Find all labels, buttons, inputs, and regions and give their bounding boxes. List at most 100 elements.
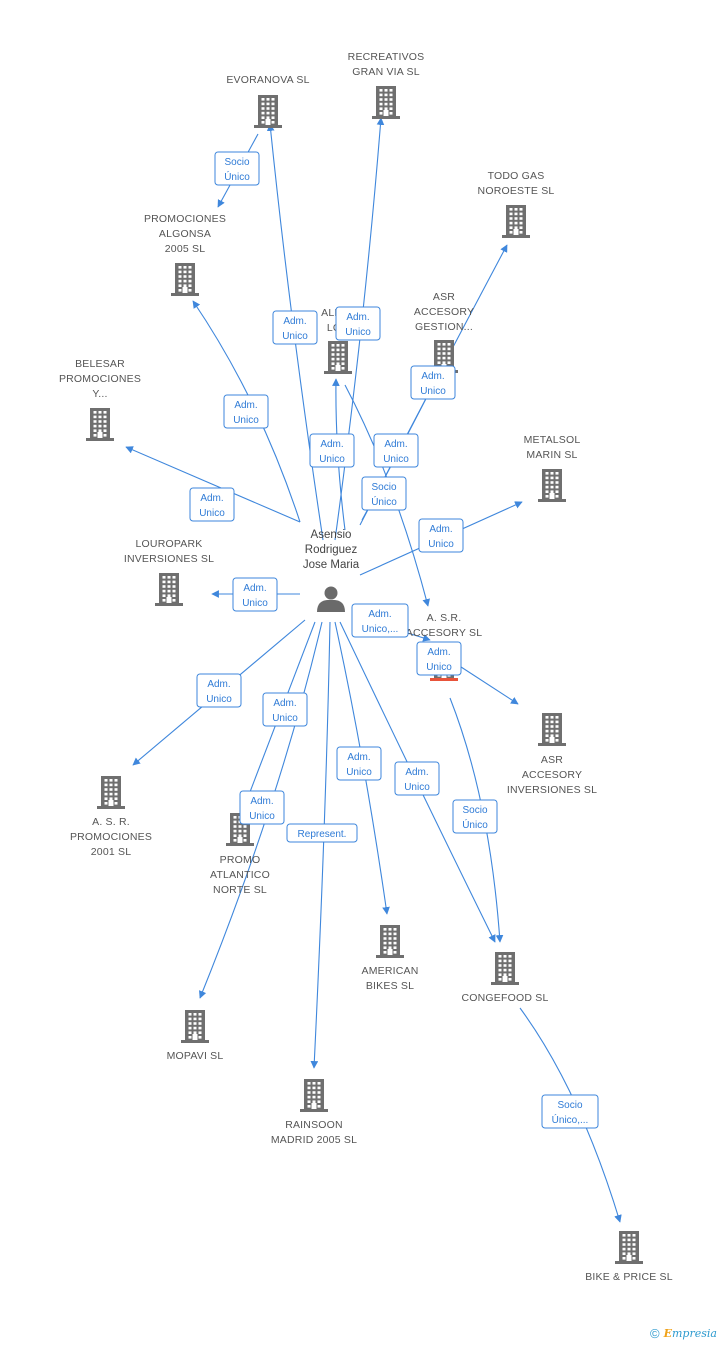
relation-text: Adm.Unico: [272, 698, 298, 724]
company-node-rainsoon[interactable]: [300, 1079, 328, 1112]
relation-label-r-louropark[interactable]: Adm.Unico: [232, 577, 278, 612]
company-label-mopavi[interactable]: MOPAVI SL: [167, 1050, 224, 1062]
relation-label-r-recreativos[interactable]: Adm.Unico: [335, 306, 381, 341]
relation-text: Adm.Unico: [404, 767, 430, 793]
relation-text: Represent.: [298, 829, 347, 840]
building-icon: [376, 925, 404, 958]
relation-text: Adm.Unico: [249, 796, 275, 822]
relation-text: Adm.Unico: [346, 752, 372, 778]
relation-text: Adm.Unico: [383, 439, 409, 465]
relation-text: Adm.Unico: [426, 647, 452, 673]
relation-text: Adm.Unico: [420, 371, 446, 397]
relation-label-r-evoranova[interactable]: Adm.Unico: [272, 310, 318, 345]
company-node-algonsa[interactable]: [171, 263, 199, 296]
company-node-asrinversiones[interactable]: [538, 713, 566, 746]
company-node-louropark[interactable]: [155, 573, 183, 606]
building-icon: [372, 86, 400, 119]
building-icon: [86, 408, 114, 441]
relation-label-r-belesar[interactable]: Adm.Unico: [189, 487, 235, 522]
company-node-belesar[interactable]: [86, 408, 114, 441]
relation-label-r-todogas[interactable]: Adm.Unico: [410, 365, 456, 400]
building-icon: [181, 1010, 209, 1043]
nodes-layer: [86, 86, 643, 1264]
relation-label-r-promoatlantico[interactable]: Adm.Unico: [262, 692, 308, 727]
building-icon: [324, 341, 352, 374]
footer-brand[interactable]: © Empresia: [650, 1324, 717, 1342]
company-label-bikeprice[interactable]: BIKE & PRICE SL: [585, 1271, 673, 1283]
company-node-evoranova[interactable]: [254, 95, 282, 128]
relation-label-r-asrgestion[interactable]: Adm.Unico: [373, 433, 419, 468]
relation-text: Adm.Unico: [199, 493, 225, 519]
building-icon: [155, 573, 183, 606]
company-node-albal[interactable]: [324, 341, 352, 374]
empresia-logo: Empresia: [663, 1326, 717, 1340]
relation-label-r-algonsa[interactable]: Adm.Unico: [223, 394, 269, 429]
relation-text: Adm.Unico: [282, 316, 308, 342]
company-label-asraccesory[interactable]: A. S.R.ACCESORY SL: [406, 612, 483, 639]
relation-label-r-mopavi[interactable]: Adm.Unico: [239, 790, 285, 825]
relation-edge: [310, 621, 331, 1069]
relation-text: Adm.Unico: [319, 439, 345, 465]
relation-label-r-albal[interactable]: Adm.Unico: [309, 433, 355, 468]
relation-label-r-asraccesory[interactable]: Adm.Unico,...: [351, 603, 409, 638]
company-node-congefood[interactable]: [491, 952, 519, 985]
company-node-mopavi[interactable]: [181, 1010, 209, 1043]
building-icon: [254, 95, 282, 128]
relation-text: Adm.Unico,...: [362, 609, 399, 635]
relation-label-r-asrpromociones[interactable]: Adm.Unico: [196, 673, 242, 708]
relation-label-r-metalsol[interactable]: Adm.Unico: [418, 518, 464, 553]
building-icon: [171, 263, 199, 296]
building-icon: [538, 469, 566, 502]
relation-text: Adm.Unico: [428, 524, 454, 550]
building-icon: [615, 1231, 643, 1264]
building-icon: [97, 776, 125, 809]
company-node-todogas[interactable]: [502, 205, 530, 238]
relation-text: Adm.Unico: [345, 312, 371, 338]
company-node-bikeprice[interactable]: [615, 1231, 643, 1264]
company-node-recreativos[interactable]: [372, 86, 400, 119]
company-label-congefood[interactable]: CONGEFOOD SL: [462, 992, 549, 1004]
relation-label-r-american[interactable]: Adm.Unico: [336, 746, 382, 781]
building-icon: [502, 205, 530, 238]
relation-label-r-congefood[interactable]: Adm.Unico: [394, 761, 440, 796]
relation-text: Adm.Unico: [233, 400, 259, 426]
person-icon[interactable]: [317, 586, 345, 613]
copyright-symbol: ©: [650, 1325, 660, 1341]
company-node-metalsol[interactable]: [538, 469, 566, 502]
company-label-evoranova[interactable]: EVORANOVA SL: [226, 74, 309, 86]
building-icon: [300, 1079, 328, 1112]
relation-label-r-asrinversiones[interactable]: Adm.Unico: [416, 641, 462, 676]
company-node-american[interactable]: [376, 925, 404, 958]
relation-text: Adm.Unico: [206, 679, 232, 705]
relation-text: Adm.Unico: [242, 583, 268, 609]
company-node-asrpromociones[interactable]: [97, 776, 125, 809]
relation-edge: [125, 446, 301, 523]
relation-label-r-rainsoon[interactable]: Represent.: [286, 823, 358, 843]
building-icon: [538, 713, 566, 746]
